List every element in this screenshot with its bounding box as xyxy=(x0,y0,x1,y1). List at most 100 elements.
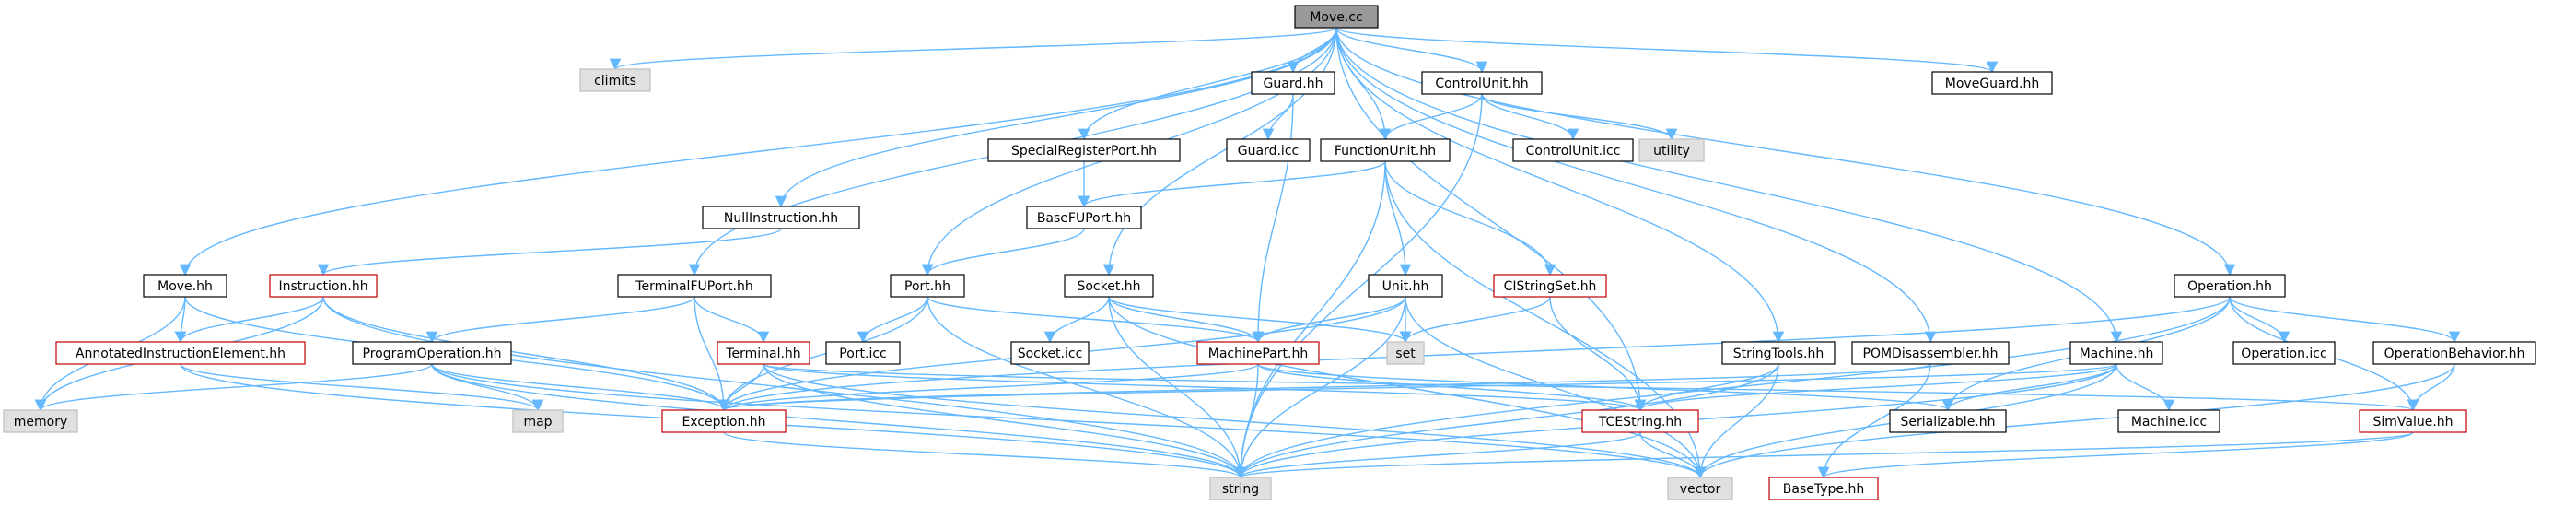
node-specialregisterport-hh[interactable]: SpecialRegisterPort.hh xyxy=(987,138,1181,162)
node-cistringset-hh[interactable]: CIStringSet.hh xyxy=(1493,274,1607,298)
node-operation-icc[interactable]: Operation.icc xyxy=(2232,341,2336,365)
node-label: string xyxy=(1222,482,1259,497)
node-box xyxy=(2232,341,2336,365)
node-exception-hh[interactable]: Exception.hh xyxy=(661,409,787,433)
node-utility: utility xyxy=(1638,138,1705,162)
edge-functionunit_hh-to-basefuport_hh xyxy=(1078,160,1386,208)
node-move-hh[interactable]: Move.hh xyxy=(143,274,227,298)
edge-operationbehavior_hh-to-vector xyxy=(1694,363,2455,479)
node-box xyxy=(2359,409,2467,433)
node-box xyxy=(1421,71,1543,95)
edge-operation_hh-to-operation_icc xyxy=(2229,296,2290,344)
node-stringtools-hh[interactable]: StringTools.hh xyxy=(1721,341,1836,365)
node-basefuport-hh[interactable]: BaseFUPort.hh xyxy=(1026,206,1142,229)
edge-move_cc-to-operation_hh xyxy=(1335,27,2236,277)
node-basetype-hh[interactable]: BaseType.hh xyxy=(1768,477,1879,500)
node-operation-hh[interactable]: Operation.hh xyxy=(2174,274,2286,298)
node-guard-icc[interactable]: Guard.icc xyxy=(1226,138,1311,162)
edge-machinepart_hh-to-exception_hh xyxy=(717,363,1259,412)
edge-operation_hh-to-exception_hh xyxy=(718,296,2231,412)
node-machine-hh[interactable]: Machine.hh xyxy=(2069,341,2163,365)
edge-terminal_hh-to-vector xyxy=(763,363,1707,479)
node-operationbehavior-hh[interactable]: OperationBehavior.hh xyxy=(2372,341,2536,365)
node-box xyxy=(2174,274,2286,298)
node-vector: vector xyxy=(1667,477,1733,500)
node-tcestring-hh[interactable]: TCEString.hh xyxy=(1581,409,1699,433)
node-label: Exception.hh xyxy=(682,415,765,430)
edge-programoperation_hh-to-exception_hh xyxy=(431,363,730,412)
node-controlunit-hh[interactable]: ControlUnit.hh xyxy=(1421,71,1543,95)
node-box xyxy=(1294,5,1379,29)
node-box xyxy=(617,274,772,298)
edge-stringtools_hh-to-string xyxy=(1234,363,1779,479)
node-move-cc[interactable]: Move.cc xyxy=(1294,5,1379,29)
edge-controlunit_hh-to-string xyxy=(1234,93,1483,479)
node-box xyxy=(1638,138,1705,162)
node-box xyxy=(1667,477,1733,500)
node-label: Instruction.hh xyxy=(278,279,367,294)
node-socket-hh[interactable]: Socket.hh xyxy=(1064,274,1154,298)
node-memory: memory xyxy=(3,409,78,433)
node-unit-hh[interactable]: Unit.hh xyxy=(1368,274,1443,298)
edge-terminalfuport_hh-to-terminal_hh xyxy=(694,296,770,344)
edge-port_hh-to-port_icc xyxy=(857,296,928,344)
node-label: Machine.hh xyxy=(2080,347,2154,361)
node-box xyxy=(717,341,810,365)
node-label: climits xyxy=(594,74,636,88)
node-socket-icc[interactable]: Socket.icc xyxy=(1010,341,1090,365)
node-functionunit-hh[interactable]: FunctionUnit.hh xyxy=(1320,138,1451,162)
node-box xyxy=(143,274,227,298)
node-label: vector xyxy=(1680,482,1721,497)
node-moveguard-hh[interactable]: MoveGuard.hh xyxy=(1931,71,2053,95)
node-controlunit-icc[interactable]: ControlUnit.icc xyxy=(1512,138,1634,162)
node-label: POMDisassembler.hh xyxy=(1863,347,1999,361)
node-label: BaseType.hh xyxy=(1783,482,1864,497)
node-box xyxy=(702,206,860,229)
node-pomdisassembler-hh[interactable]: POMDisassembler.hh xyxy=(1851,341,2010,365)
node-label: Terminal.hh xyxy=(725,347,800,361)
edge-port_hh-to-machinepart_hh xyxy=(927,296,1265,344)
node-instruction-hh[interactable]: Instruction.hh xyxy=(269,274,378,298)
node-box xyxy=(352,341,512,365)
node-box xyxy=(1251,71,1335,95)
node-simvalue-hh[interactable]: SimValue.hh xyxy=(2359,409,2467,433)
node-box xyxy=(1209,477,1272,500)
node-label: Machine.icc xyxy=(2131,415,2207,430)
node-nullinstruction-hh[interactable]: NullInstruction.hh xyxy=(702,206,860,229)
node-annotatedinstructionelement-hh[interactable]: AnnotatedInstructionElement.hh xyxy=(55,341,306,365)
node-label: Move.cc xyxy=(1310,10,1362,25)
node-guard-hh[interactable]: Guard.hh xyxy=(1251,71,1335,95)
node-terminal-hh[interactable]: Terminal.hh xyxy=(717,341,810,365)
edge-pomdisassembler_hh-to-exception_hh xyxy=(718,363,1931,412)
node-port-hh[interactable]: Port.hh xyxy=(890,274,965,298)
dependency-edges xyxy=(34,27,2461,479)
node-terminalfuport-hh[interactable]: TerminalFUPort.hh xyxy=(617,274,772,298)
node-box xyxy=(1368,274,1443,298)
node-serializable-hh[interactable]: Serializable.hh xyxy=(1889,409,2007,433)
node-label: TerminalFUPort.hh xyxy=(635,279,752,294)
node-machine-icc[interactable]: Machine.icc xyxy=(2117,409,2220,433)
node-label: memory xyxy=(14,415,68,430)
edge-stringtools_hh-to-vector xyxy=(1694,363,1779,479)
node-climits: climits xyxy=(579,68,651,92)
node-label: MoveGuard.hh xyxy=(1945,76,2039,91)
edge-move_cc-to-machine_hh xyxy=(1335,27,2123,344)
node-label: CIStringSet.hh xyxy=(1504,279,1597,294)
node-map: map xyxy=(512,409,564,433)
node-programoperation-hh[interactable]: ProgramOperation.hh xyxy=(352,341,512,365)
node-string: string xyxy=(1209,477,1272,500)
node-label: Socket.icc xyxy=(1018,347,1083,361)
node-label: StringTools.hh xyxy=(1733,347,1824,361)
node-port-icc[interactable]: Port.icc xyxy=(825,341,901,365)
node-box xyxy=(1226,138,1311,162)
node-box xyxy=(269,274,378,298)
node-box xyxy=(825,341,901,365)
node-machinepart-hh[interactable]: MachinePart.hh xyxy=(1196,341,1320,365)
edge-move_cc-to-pomdisassembler_hh xyxy=(1335,27,1937,344)
edge-socket_hh-to-string xyxy=(1108,296,1247,479)
edge-move_hh-to-annotatedinstructionelement_hh xyxy=(174,296,187,344)
edge-terminal_hh-to-tcestring_hh xyxy=(763,363,1646,412)
edge-machinepart_hh-to-string xyxy=(1234,363,1259,479)
edge-annotatedinstructionelement_hh-to-map xyxy=(180,363,544,412)
edge-programoperation_hh-to-vector xyxy=(431,363,1707,479)
